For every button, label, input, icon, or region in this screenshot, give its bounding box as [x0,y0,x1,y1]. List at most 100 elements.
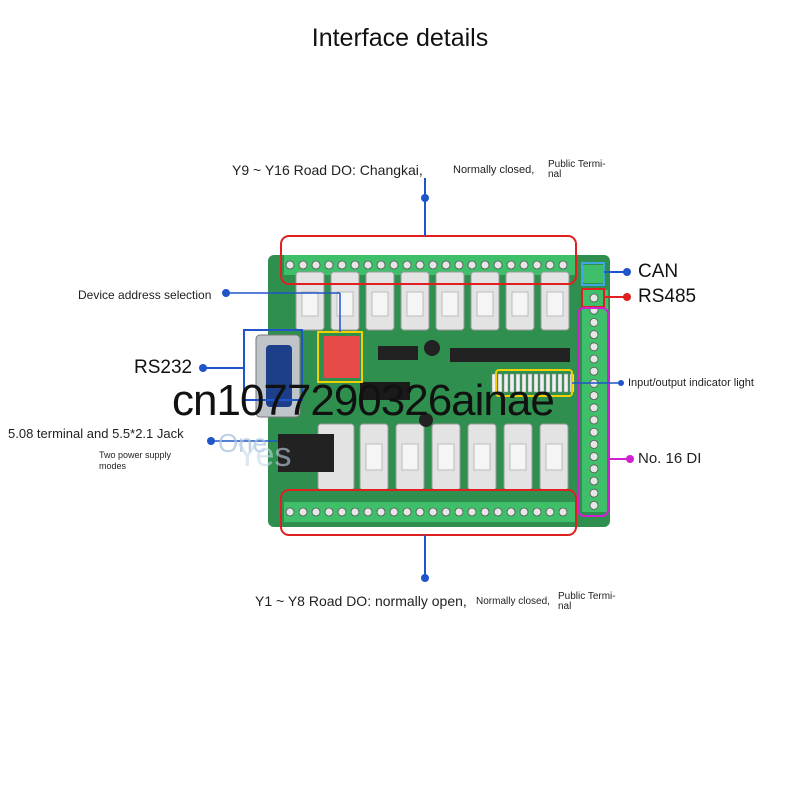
relay-window [509,443,527,471]
can-highlight [581,262,605,286]
relay-window [301,291,319,317]
relay-window [476,291,494,317]
relay-window [545,443,563,471]
terminal-screw [285,260,295,270]
terminal-screw [324,260,334,270]
relay-window [365,443,383,471]
relay-window [473,443,491,471]
led [521,373,527,393]
led [497,373,503,393]
terminal-screw [428,260,438,270]
bottom-do-label-nc: Normally closed, [476,596,550,607]
capacitor [424,340,440,356]
led [515,373,521,393]
page-title: Interface details [311,24,489,52]
terminal-screw [589,415,599,425]
relay-window [441,291,459,317]
terminal-screw [519,507,529,517]
power-sublabel-2: modes [99,461,127,471]
terminal-screw [589,317,599,327]
terminal-screw [441,507,451,517]
rs485-label: RS485 [638,286,697,307]
terminal-screw [337,507,347,517]
di-highlight [577,307,609,517]
can-marker [623,268,631,276]
indicator-label: Input/output indicator light [628,377,754,389]
bottom-do-label-com-2: nal [558,601,572,612]
terminal-screw [589,330,599,340]
terminal-screw [311,507,321,517]
bottom-do-marker [421,574,429,582]
terminal-screw [589,354,599,364]
terminal-screw [467,507,477,517]
led [557,373,563,393]
address-marker [222,289,230,297]
led [527,373,533,393]
terminal-screw [467,260,477,270]
led [503,373,509,393]
terminal-screw [350,507,360,517]
terminal-screw [324,507,334,517]
right-terminal-column [582,290,608,512]
terminal-screw [389,507,399,517]
terminal-screw [402,507,412,517]
rs232-highlight [243,329,303,401]
terminal-screw [285,507,295,517]
relay-window [371,291,389,317]
terminal-screw [532,507,542,517]
terminal-screw [363,507,373,517]
bottom-do-highlight [280,489,577,536]
top-do-highlight [280,235,577,285]
power-marker [207,437,215,445]
led [551,373,557,393]
led [563,373,569,393]
rs232-label: RS232 [134,357,193,378]
rs485-marker [623,293,631,301]
led [509,373,515,393]
terminal-screw [376,507,386,517]
relay-window [546,291,564,317]
terminal-screw [589,452,599,462]
terminal-screw [376,260,386,270]
led [539,373,545,393]
ic-chip [360,382,410,400]
terminal-screw [589,476,599,486]
terminal-screw [493,507,503,517]
watermark-sub-2: Yes [236,436,292,474]
indicator-leds [491,373,575,393]
ic-chip [450,348,570,362]
terminal-screw [298,507,308,517]
terminal-screw [350,260,360,270]
dip-switch [324,336,360,378]
di-label: No. 16 DI [638,450,702,467]
relay-window [336,291,354,317]
power-sublabel-1: Two power supply [99,450,172,460]
terminal-screw [337,260,347,270]
terminal-screw [589,488,599,498]
terminal-screw [589,293,599,303]
terminal-screw [589,366,599,376]
terminal-screw [441,260,451,270]
terminal-screw [480,507,490,517]
terminal-screw [493,260,503,270]
terminal-screw [454,260,464,270]
terminal-screw [415,507,425,517]
terminal-screw [298,260,308,270]
terminal-screw [428,507,438,517]
address-label: Device address selection [78,288,212,302]
terminal-screw [558,507,568,517]
bottom-do-label-com-1: Public Termi- [558,591,616,602]
led [545,373,551,393]
terminal-screw [389,260,399,270]
top-terminal-strip [284,255,576,275]
terminal-screw [311,260,321,270]
can-label: CAN [638,261,679,282]
terminal-screw [402,260,412,270]
terminal-screw [589,464,599,474]
indicator-marker [618,380,624,386]
bottom-do-label: Y1 ~ Y8 Road DO: normally open, [255,593,467,609]
terminal-screw [589,439,599,449]
ic-chip [378,346,418,360]
terminal-screw [363,260,373,270]
